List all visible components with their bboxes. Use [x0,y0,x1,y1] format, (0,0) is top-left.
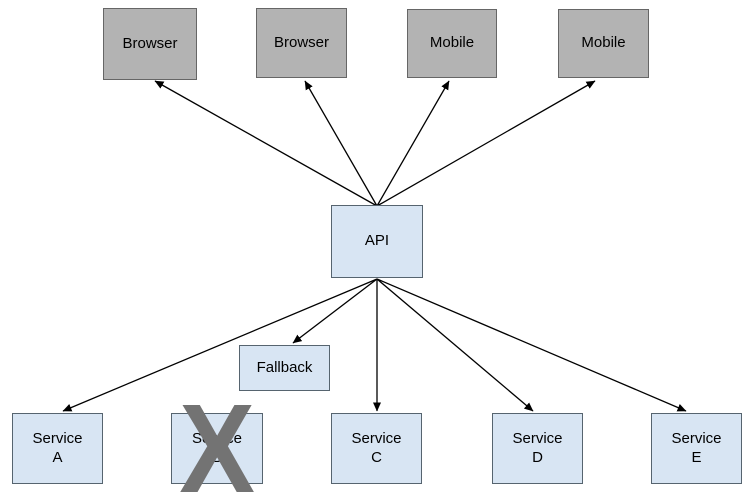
node-fallback: Fallback [239,345,330,391]
node-browser-2: Browser [256,8,347,78]
node-label: Browser [122,34,178,52]
node-sublabel: E [691,448,702,466]
edge-api-to-mobile2 [376,80,596,207]
node-mobile-2: Mobile [558,9,649,78]
edge-api-to-fallback [292,278,378,344]
edge-api-to-service_d [376,278,534,412]
node-label: Service [512,429,563,447]
node-service-a: Service A [12,413,103,484]
edge-api-to-service_e [376,278,687,412]
node-label: Browser [273,33,329,51]
node-label: API [364,232,390,250]
node-sublabel: C [371,448,382,466]
node-label: Mobile [581,34,626,52]
edge-api-to-browser1 [154,80,378,207]
node-service-e: Service E [651,413,742,484]
node-label: Service [351,429,402,447]
node-service-d: Service D [492,413,583,484]
node-service-c: Service C [331,413,422,484]
node-label: Service [191,429,243,447]
node-sublabel: B [211,448,222,466]
node-service-b: Service B [171,413,263,484]
node-label: Service [671,429,722,447]
node-label: Fallback [256,358,313,376]
edge-api-to-browser2 [304,80,378,207]
node-browser-1: Browser [103,8,197,80]
edge-api-to-mobile1 [376,80,450,207]
node-mobile-1: Mobile [407,9,497,78]
node-label: Service [32,429,83,447]
node-api: API [331,205,423,278]
edge-api-to-service_a [62,278,378,412]
node-label: Mobile [429,34,475,52]
node-sublabel: A [52,448,63,466]
node-sublabel: D [532,448,543,466]
